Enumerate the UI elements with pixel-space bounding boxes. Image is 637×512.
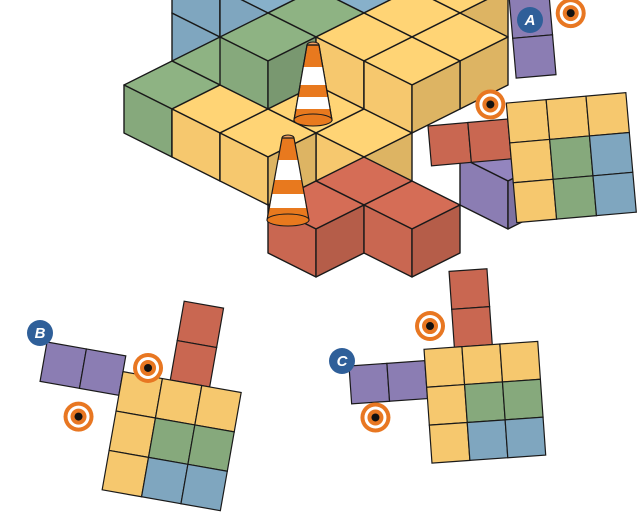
net-cell xyxy=(177,301,223,347)
net-cell xyxy=(589,132,632,175)
net-cell xyxy=(550,136,593,179)
badge-b-label: B xyxy=(35,325,46,342)
badge-b: B xyxy=(27,320,53,346)
net-cell xyxy=(155,379,201,425)
net-cell xyxy=(188,425,234,471)
badge-a: A xyxy=(517,7,543,33)
net-cell xyxy=(449,269,490,310)
net-cell xyxy=(429,422,470,463)
target-icon xyxy=(556,0,586,28)
net-cell xyxy=(506,100,549,143)
net-cell xyxy=(170,341,216,387)
target-icon xyxy=(475,89,505,119)
net-cell xyxy=(452,307,493,348)
badge-a-label: A xyxy=(524,12,536,29)
target-icon xyxy=(360,402,390,432)
net-cell xyxy=(593,172,636,215)
net-cell xyxy=(149,418,195,464)
net-cell xyxy=(546,96,589,139)
net-cell xyxy=(505,417,546,458)
net-cell xyxy=(513,179,556,222)
net-cell xyxy=(513,35,556,78)
net-cell xyxy=(181,464,227,510)
net-cell xyxy=(424,347,465,388)
net-cell xyxy=(195,386,241,432)
option-b-net[interactable] xyxy=(40,301,241,510)
net-cell xyxy=(510,139,553,182)
target-icon xyxy=(64,402,94,432)
badge-c: C xyxy=(329,348,355,374)
net-cell xyxy=(586,93,629,136)
net-cell xyxy=(465,382,506,423)
net-cell xyxy=(387,361,428,402)
net-cell xyxy=(427,385,468,426)
net-cell xyxy=(502,379,543,420)
option-c-net[interactable] xyxy=(349,269,546,463)
net-cell xyxy=(462,344,503,385)
net-cell xyxy=(500,341,541,382)
net-cell xyxy=(102,450,148,496)
net-cell xyxy=(553,176,596,219)
target-icon xyxy=(133,353,163,383)
net-cell xyxy=(142,457,188,503)
target-icon xyxy=(415,311,445,341)
net-cell xyxy=(79,349,125,395)
net-cell xyxy=(40,342,86,388)
net-cell xyxy=(468,119,511,162)
net-cell xyxy=(109,411,155,457)
net-cell xyxy=(428,123,471,166)
net-cell xyxy=(467,420,508,461)
badge-c-label: C xyxy=(337,353,349,370)
net-cell xyxy=(349,363,390,404)
